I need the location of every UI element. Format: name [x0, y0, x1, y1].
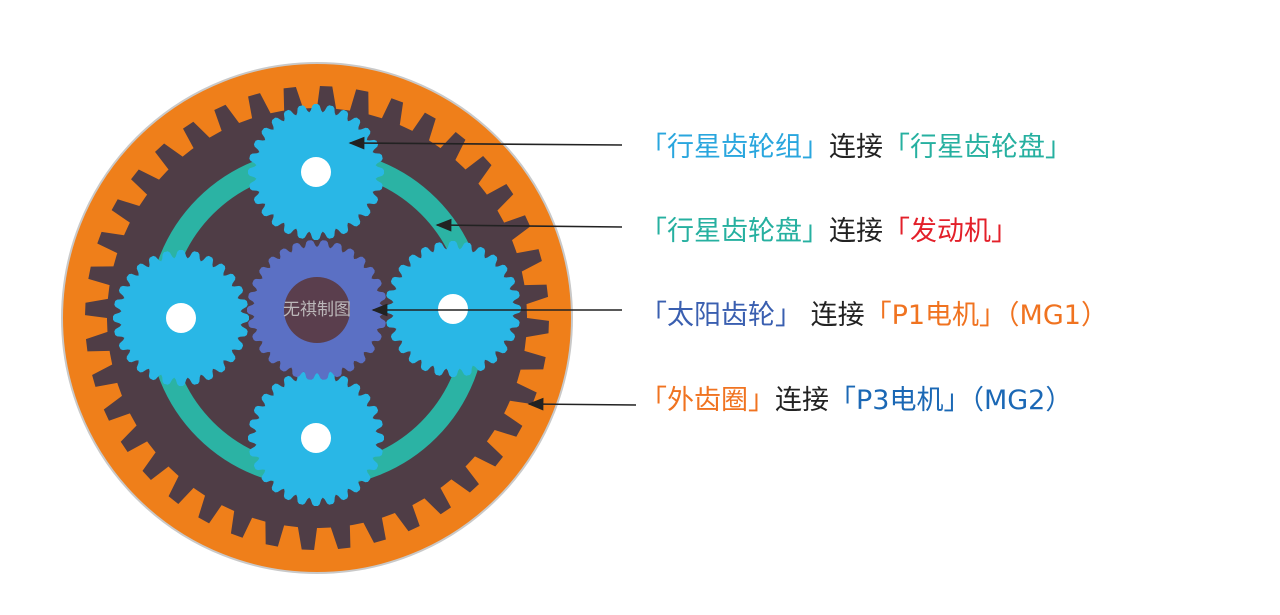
label-segment: 「外齿圈」: [640, 385, 775, 416]
label-segment: 「太阳齿轮」: [640, 300, 802, 331]
arrow-2: [435, 218, 623, 232]
watermark-text: 无祺制图: [283, 300, 351, 320]
label-planet-carrier: 「行星齿轮盘」连接「发动机」: [640, 216, 1018, 248]
label-segment: 「P1电机」（MG1）: [864, 300, 1108, 331]
label-segment: 连接: [829, 216, 883, 247]
label-segment: 连接: [829, 132, 883, 163]
sun-gear-hub: [284, 277, 350, 343]
label-segment: 连接: [775, 385, 829, 416]
label-ring-gear: 「外齿圈」连接「P3电机」（MG2）: [640, 385, 1072, 417]
arrow-4: [527, 397, 637, 411]
label-segment: 「行星齿轮盘」: [883, 132, 1072, 163]
label-planet-gear-set: 「行星齿轮组」连接「行星齿轮盘」: [640, 132, 1072, 164]
pointer-arrows: [348, 136, 637, 411]
label-segment: 「发动机」: [883, 216, 1018, 247]
label-segment: 连接: [802, 300, 865, 331]
label-segment: 「行星齿轮组」: [640, 132, 829, 163]
arrow-1: [348, 136, 623, 150]
label-sun-gear: 「太阳齿轮」 连接「P1电机」（MG1）: [640, 300, 1108, 332]
planet-gear-hole-4: [301, 423, 331, 453]
label-segment: 「P3电机」（MG2）: [829, 385, 1073, 416]
planet-gear-hole-1: [301, 157, 331, 187]
planet-gear-hole-3: [438, 294, 468, 324]
label-segment: 「行星齿轮盘」: [640, 216, 829, 247]
planet-gear-set: [113, 104, 521, 506]
planet-gear-hole-2: [166, 303, 196, 333]
